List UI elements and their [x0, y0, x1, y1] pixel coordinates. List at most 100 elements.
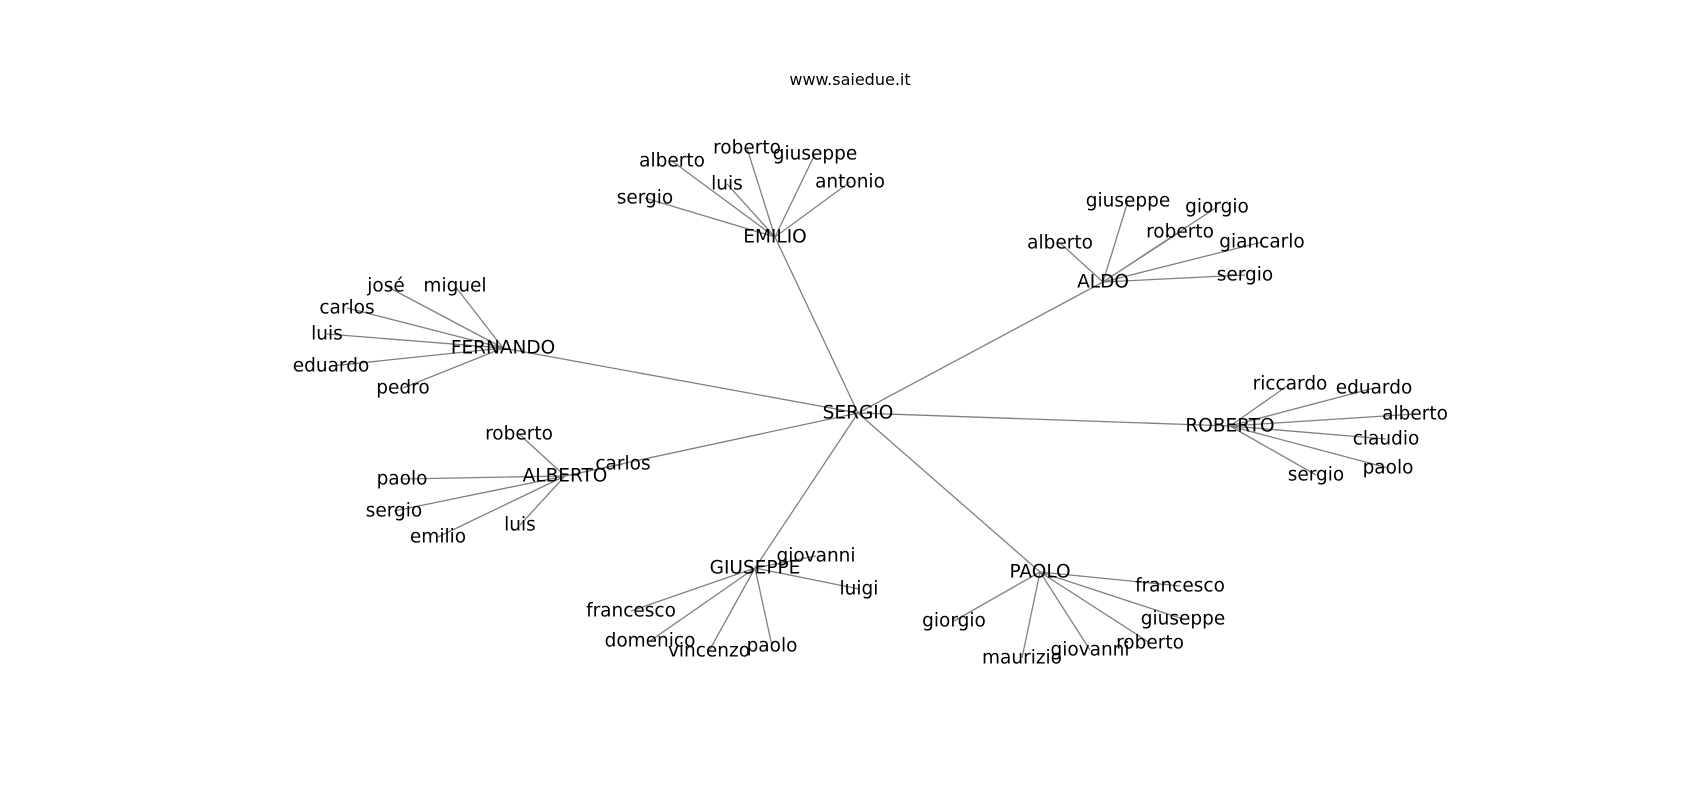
node-leaf-roberto-claudio: claudio [1353, 429, 1420, 450]
node-leaf-giuseppe-paolo: paolo [747, 636, 798, 657]
edge-roberto-sergio [1229, 425, 1317, 476]
node-leaf-fernando-eduardo: eduardo [293, 356, 370, 377]
edge-paolo-roberto [1039, 571, 1151, 644]
edge-roberto-riccardo [1229, 383, 1291, 427]
node-leaf-roberto-paolo: paolo [1363, 458, 1414, 479]
edge-fernando-luis [326, 333, 504, 349]
node-leaf-paolo-francesco: francesco [1135, 576, 1225, 597]
node-leaf-giuseppe-luigi: luigi [840, 579, 879, 600]
edge-roberto-claudio [1229, 425, 1387, 440]
edge-emilio-alberto [671, 160, 776, 238]
node-hub-fernando: FERNANDO [451, 338, 555, 359]
node-hub-emilio: EMILIO [743, 227, 806, 248]
node-leaf-emilio-giuseppe: giuseppe [773, 144, 858, 165]
edge-root-aldo [857, 281, 1104, 414]
node-leaf-emilio-roberto: roberto [713, 138, 781, 159]
node-leaf-fernando-pedro: pedro [376, 378, 429, 399]
node-leaf-aldo-sergio: sergio [1217, 265, 1274, 286]
edge-alberto-luis [519, 475, 566, 526]
edge-giuseppe-vincenzo [708, 567, 756, 652]
edge-fernando-carlos [346, 307, 504, 349]
node-leaf-alberto-paolo: paolo [377, 469, 428, 490]
node-hub-alberto: ALBERTO [523, 466, 608, 487]
node-hub-paolo: PAOLO [1009, 562, 1070, 583]
node-leaf-fernando-luis: luis [311, 324, 343, 345]
node-leaf-emilio-antonio: antonio [815, 172, 885, 193]
edge-aldo-sergio [1102, 274, 1246, 283]
edge-fernando-pedro [402, 347, 504, 389]
edge-giuseppe-domenico [649, 567, 756, 642]
node-hub-giuseppe: GIUSEPPE [710, 558, 801, 579]
node-leaf-paolo-giovanni: giovanni [1050, 640, 1129, 661]
edge-paolo-giovanni [1039, 571, 1091, 651]
diagram-title: www.saiedue.it [789, 70, 911, 89]
node-hub-aldo: ALDO [1077, 272, 1129, 293]
edge-fernando-jose [385, 285, 504, 349]
node-leaf-roberto-riccardo: riccardo [1253, 374, 1328, 395]
node-leaf-alberto-luis: luis [504, 515, 536, 536]
edge-root-emilio [774, 236, 859, 414]
edge-giuseppe-giovanni [754, 555, 817, 569]
edge-emilio-giuseppe [774, 153, 816, 238]
node-leaf-roberto-eduardo: eduardo [1336, 378, 1413, 399]
edge-alberto-paolo [401, 475, 566, 480]
node-leaf-fernando-jose: josé [366, 276, 404, 297]
node-leaf-paolo-giuseppe: giuseppe [1141, 609, 1226, 630]
edge-roberto-eduardo [1229, 387, 1375, 427]
edge-paolo-giorgio [953, 571, 1041, 622]
node-leaf-alberto-sergio: sergio [366, 501, 423, 522]
node-leaf-emilio-luis: luis [711, 174, 743, 195]
node-leaf-paolo-roberto: roberto [1116, 633, 1184, 654]
edge-emilio-luis [726, 183, 776, 238]
node-leaf-emilio-alberto: alberto [639, 151, 705, 172]
node-leaf-aldo-alberto: alberto [1027, 233, 1093, 254]
node-leaf-giuseppe-francesco: francesco [586, 601, 676, 622]
edge-roberto-paolo [1229, 425, 1389, 469]
edge-emilio-roberto [746, 147, 776, 238]
edge-root-giuseppe [754, 412, 859, 569]
node-leaf-roberto-sergio: sergio [1288, 465, 1345, 486]
edge-alberto-carlos [564, 463, 624, 477]
labels-layer: SERGIOEMILIOsergioalbertoluisrobertogius… [293, 138, 1448, 669]
node-hub-roberto: ROBERTO [1185, 416, 1274, 437]
node-leaf-aldo-giuseppe: giuseppe [1086, 191, 1171, 212]
node-leaf-aldo-giorgio: giorgio [1185, 197, 1249, 218]
edge-giuseppe-luigi [754, 567, 860, 590]
node-leaf-giuseppe-domenico: domenico [605, 631, 696, 652]
edge-paolo-francesco [1039, 571, 1181, 587]
edge-fernando-miguel [454, 285, 504, 349]
edge-root-fernando [502, 347, 859, 414]
edge-alberto-emilio [437, 475, 566, 538]
edge-aldo-giorgio [1102, 206, 1218, 283]
node-leaf-giuseppe-giovanni: giovanni [776, 546, 855, 567]
node-leaf-emilio-sergio: sergio [617, 188, 674, 209]
node-leaf-paolo-giorgio: giorgio [922, 611, 986, 632]
node-leaf-fernando-miguel: miguel [423, 276, 486, 297]
node-leaf-paolo-maurizio: maurizio [982, 648, 1062, 669]
edge-aldo-giancarlo [1102, 241, 1263, 283]
edge-root-roberto [857, 412, 1231, 427]
node-leaf-roberto-alberto: alberto [1382, 404, 1448, 425]
edge-aldo-alberto [1059, 242, 1104, 283]
node-leaf-giuseppe-vincenzo: vincenzo [668, 641, 750, 662]
edge-giuseppe-francesco [630, 567, 756, 612]
edges-layer [326, 147, 1416, 659]
edge-aldo-giuseppe [1102, 200, 1129, 283]
node-leaf-fernando-carlos: carlos [319, 298, 374, 319]
node-leaf-aldo-roberto: roberto [1146, 222, 1214, 243]
node-leaf-aldo-giancarlo: giancarlo [1219, 232, 1305, 253]
node-leaf-alberto-carlos: carlos [595, 454, 650, 475]
edge-root-paolo [857, 412, 1041, 573]
edge-alberto-sergio [393, 475, 566, 512]
edge-giuseppe-paolo [754, 567, 773, 647]
node-root-sergio: SERGIO [823, 403, 894, 424]
node-leaf-alberto-roberto: roberto [485, 424, 553, 445]
edge-alberto-roberto [518, 433, 566, 477]
edge-fernando-eduardo [330, 347, 504, 367]
node-leaf-alberto-emilio: emilio [410, 527, 466, 548]
edge-emilio-antonio [774, 181, 851, 238]
edge-emilio-sergio [644, 197, 776, 238]
edge-roberto-alberto [1229, 413, 1416, 427]
edge-paolo-maurizio [1021, 571, 1041, 659]
